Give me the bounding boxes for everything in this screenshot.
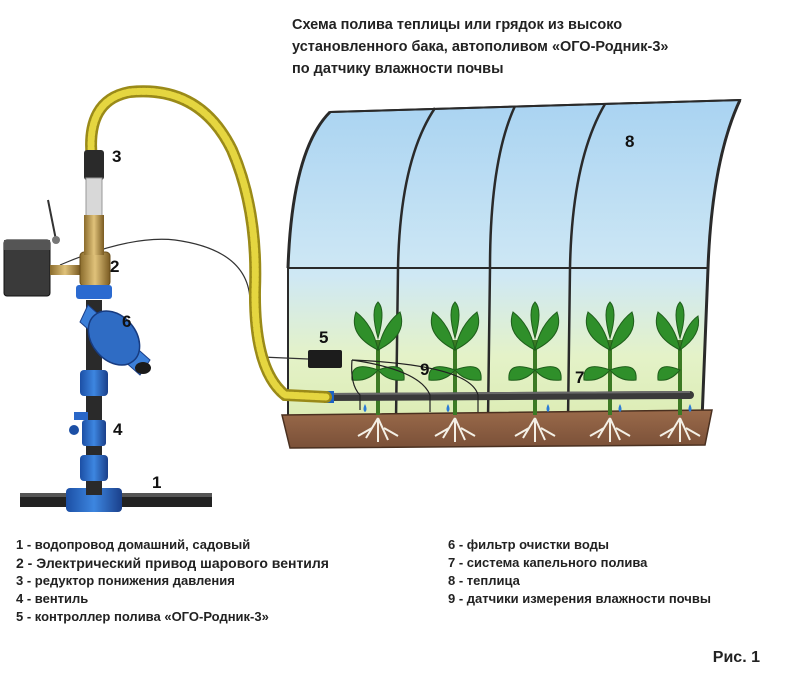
moisture-sensors [351, 359, 479, 412]
greenhouse [286, 98, 742, 421]
callout-5: 5 [319, 328, 329, 347]
callout-8: 8 [625, 132, 635, 151]
callout-7: 7 [575, 368, 585, 387]
callout-2: 2 [110, 257, 120, 276]
legend-item-8: 8 - теплица [448, 573, 520, 588]
legend-item-9: 9 - датчики измерения влажности почвы [448, 591, 711, 606]
title-line-2: установленного бака, автополивом «ОГО-Ро… [292, 39, 669, 55]
water-filter [79, 304, 151, 376]
legend-left: 1 - водопровод домашний, садовый 2 - Эле… [16, 536, 329, 626]
figure-label: Рис. 1 [712, 649, 760, 666]
water-main [20, 488, 212, 512]
legend-item-2: 2 - Электрический привод шарового вентил… [16, 555, 329, 571]
callout-9: 9 [420, 360, 430, 379]
callout-6: 6 [122, 312, 132, 331]
legend-item-1: 1 - водопровод домашний, садовый [16, 537, 251, 552]
soil-bed [281, 409, 713, 449]
shutoff-valve [69, 412, 106, 446]
legend-item-3: 3 - редуктор понижения давления [16, 573, 235, 588]
legend-right: 6 - фильтр очистки воды 7 - система капе… [448, 536, 711, 608]
diagram-title: Схема полива теплицы или грядок из высок… [292, 14, 762, 80]
callout-1: 1 [152, 473, 162, 492]
title-line-1: Схема полива теплицы или грядок из высок… [292, 17, 623, 33]
legend-item-7: 7 - система капельного полива [448, 555, 648, 570]
legend-item-6: 6 - фильтр очистки воды [448, 537, 609, 552]
callout-4: 4 [113, 420, 123, 439]
pressure-reducer [84, 150, 104, 255]
supply-hose [85, 85, 332, 403]
legend-item-4: 4 - вентиль [16, 591, 89, 606]
roots [357, 417, 701, 442]
title-line-3: по датчику влажности почвы [292, 61, 504, 77]
legend-item-5: 5 - контроллер полива «ОГО-Родник-3» [16, 609, 269, 624]
irrigation-scheme [3, 85, 742, 512]
callout-3: 3 [112, 147, 122, 166]
ball-valve-actuator [3, 199, 112, 299]
